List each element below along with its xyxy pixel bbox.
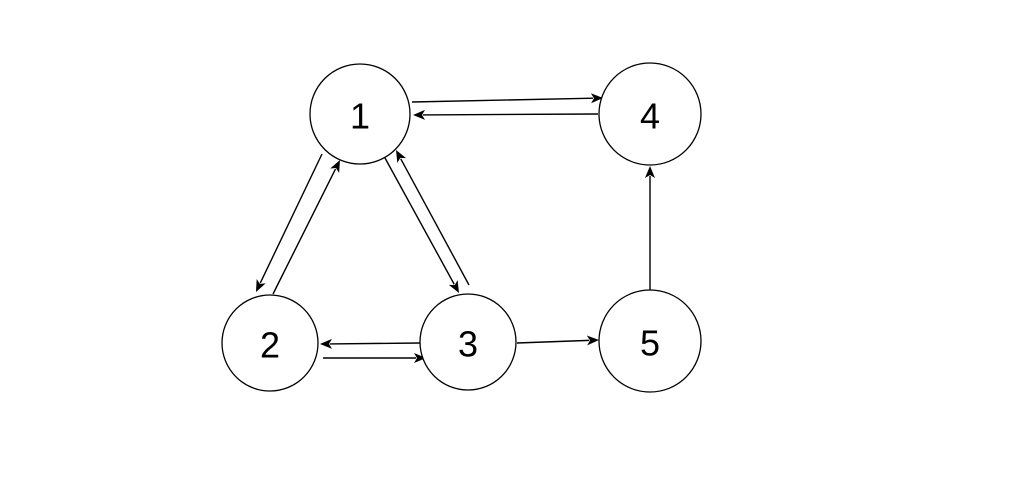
arrowhead: [320, 338, 333, 349]
edge-line: [329, 342, 421, 345]
node-5-circle: [598, 289, 702, 393]
arrowhead: [396, 150, 407, 163]
node-2-circle: [221, 294, 319, 392]
edge-4-to-1: [413, 109, 599, 120]
arrowhead: [590, 93, 603, 104]
edge-5-to-4: [645, 166, 655, 290]
arrowhead: [448, 280, 459, 293]
node-1: 1: [309, 63, 411, 165]
edge-1-to-2: [256, 153, 323, 292]
edge-line: [259, 153, 323, 284]
edge-line: [516, 339, 590, 344]
edge-3-to-1: [396, 150, 470, 286]
edge-3-to-5: [516, 335, 599, 346]
arrowhead: [330, 160, 340, 173]
edge-line: [272, 168, 337, 295]
edge-line: [400, 158, 470, 286]
nodes-layer: 1 2 3 4 5: [221, 62, 702, 393]
node-3-circle: [419, 293, 517, 391]
node-2-label: 2: [260, 325, 280, 366]
edges-layer: [256, 93, 655, 363]
node-4-label: 4: [640, 96, 660, 137]
edge-1-to-4: [411, 93, 603, 104]
arrowhead: [414, 353, 426, 363]
edge-2-to-1: [272, 160, 340, 295]
arrowhead: [586, 335, 599, 346]
edge-1-to-3: [384, 157, 459, 293]
edge-line: [422, 113, 599, 116]
node-2: 2: [221, 294, 319, 392]
edge-2-to-3: [323, 353, 426, 363]
node-3-label: 3: [458, 324, 478, 365]
node-3: 3: [419, 293, 517, 391]
arrowhead: [413, 109, 426, 120]
node-1-circle: [309, 63, 411, 165]
node-1-label: 1: [350, 96, 370, 137]
node-4: 4: [598, 62, 702, 166]
arrowhead: [645, 166, 655, 178]
edge-3-to-2: [320, 338, 421, 349]
arrowhead: [256, 279, 266, 292]
edge-line: [384, 157, 455, 285]
node-5: 5: [598, 289, 702, 393]
node-5-label: 5: [640, 323, 660, 364]
edge-line: [411, 97, 594, 103]
node-4-circle: [598, 62, 702, 166]
